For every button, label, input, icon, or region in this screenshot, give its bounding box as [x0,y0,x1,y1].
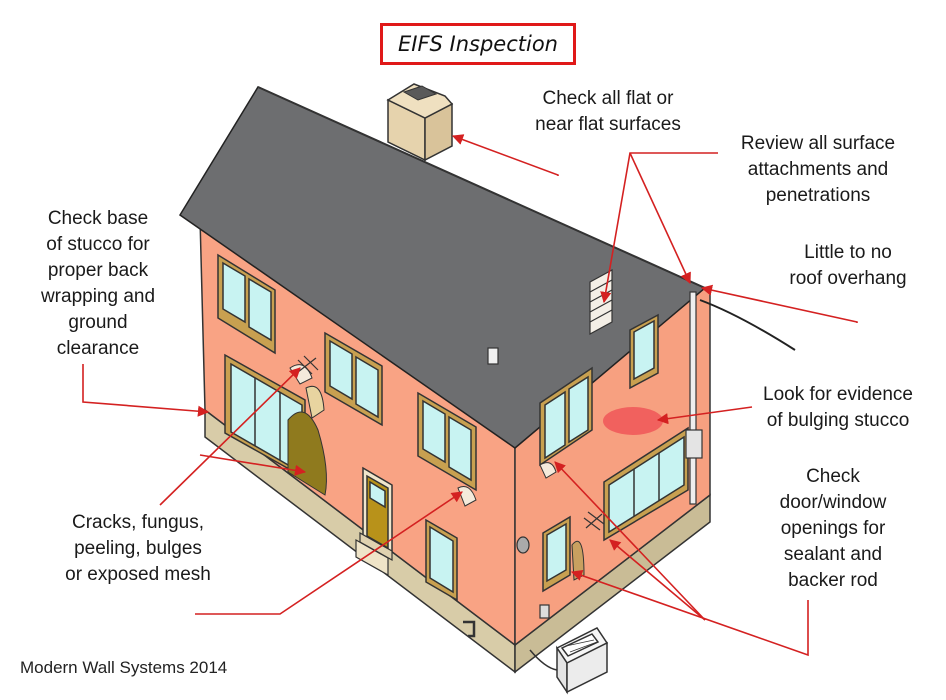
service-wire [699,299,796,351]
callout-flat-surfaces: Check all flat or near flat surfaces [535,88,681,135]
callout-overhang: Little to no roof overhang [789,242,907,289]
roof-vent [487,347,499,365]
side-fixtures [463,536,550,638]
downspout [689,291,697,505]
title-box: EIFS Inspection [380,23,576,65]
ac-unit [529,627,609,695]
roof-ridge [257,86,706,289]
front-steps [355,531,393,577]
chimney-flue [402,85,438,101]
page-title: EIFS Inspection [397,32,558,56]
callout-attachments: Review all surface attachments and penet… [740,133,896,206]
bulging-stucco [603,407,663,435]
exposed-mesh [297,355,605,531]
side-windows [539,313,689,593]
credit-text: Modern Wall Systems 2014 [20,658,228,677]
callout-base: Check base of stucco for proper back wra… [40,208,156,359]
peeling-patch [305,385,325,419]
callout-cracks: Cracks, fungus, peeling, bulges or expos… [65,512,211,585]
callout-bulging: Look for evidence of bulging stucco [763,384,913,431]
front-windows [217,253,477,602]
electric-meter [685,429,703,459]
peeling-patch-2 [457,486,477,507]
callout-arrows [82,134,858,657]
callout-openings: Check door/window openings for sealant a… [779,466,887,591]
front-door [362,466,393,554]
